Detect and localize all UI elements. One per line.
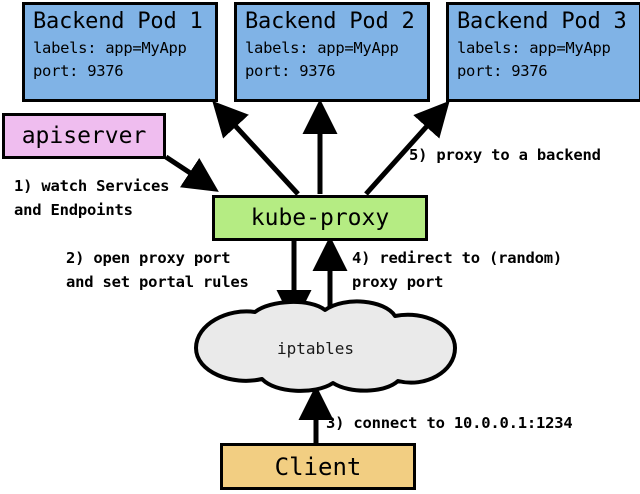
step-2-line-1: 2) open proxy port xyxy=(66,249,231,267)
pod-title: Backend Pod 2 xyxy=(245,9,415,34)
iptables-cloud xyxy=(194,299,457,393)
arrow-apiserver-to-kubeproxy xyxy=(164,154,219,192)
apiserver-node[interactable]: apiserver xyxy=(2,113,166,159)
pod-port: port: 9376 xyxy=(457,62,548,80)
backend-pod-2[interactable]: Backend Pod 2 labels: app=MyApp port: 93… xyxy=(234,2,430,102)
pod-port: port: 9376 xyxy=(33,62,124,80)
arrow-kubeproxy-to-pod1 xyxy=(212,100,300,196)
kube-proxy-node[interactable]: kube-proxy xyxy=(212,195,428,241)
step-5-annotation: 5) proxy to a backend xyxy=(409,143,601,167)
arrow-kubeproxy-to-pod3 xyxy=(364,100,450,196)
pod-labels: labels: app=MyApp xyxy=(457,39,611,57)
iptables-label: iptables xyxy=(277,339,355,358)
step-4-annotation: 4) redirect to (random) proxy port xyxy=(352,246,562,294)
backend-pod-1[interactable]: Backend Pod 1 labels: app=MyApp port: 93… xyxy=(22,2,218,102)
pod-title: Backend Pod 1 xyxy=(33,9,203,34)
step-2-annotation: 2) open proxy port and set portal rules xyxy=(66,246,249,294)
step-4-line-1: 4) redirect to (random) xyxy=(352,249,563,267)
step-3-annotation: 3) connect to 10.0.0.1:1234 xyxy=(326,411,573,435)
step-2-line-2: and set portal rules xyxy=(66,273,249,291)
pod-port: port: 9376 xyxy=(245,62,336,80)
kube-proxy-label: kube-proxy xyxy=(250,205,390,231)
pod-labels: labels: app=MyApp xyxy=(245,39,399,57)
step-1-line-1: 1) watch Services xyxy=(14,177,170,195)
backend-pod-3[interactable]: Backend Pod 3 labels: app=MyApp port: 93… xyxy=(446,2,640,102)
step-1-annotation: 1) watch Services and Endpoints xyxy=(14,174,169,222)
step-1-line-2: and Endpoints xyxy=(14,201,133,219)
client-node[interactable]: Client xyxy=(220,443,416,490)
step-5-line-1: 5) proxy to a backend xyxy=(409,146,601,164)
step-4-line-2: proxy port xyxy=(352,273,444,291)
step-3-line-1: 3) connect to 10.0.0.1:1234 xyxy=(326,414,573,432)
client-label: Client xyxy=(274,452,362,481)
apiserver-label: apiserver xyxy=(21,123,147,149)
pod-labels: labels: app=MyApp xyxy=(33,39,187,57)
pod-title: Backend Pod 3 xyxy=(457,9,627,34)
